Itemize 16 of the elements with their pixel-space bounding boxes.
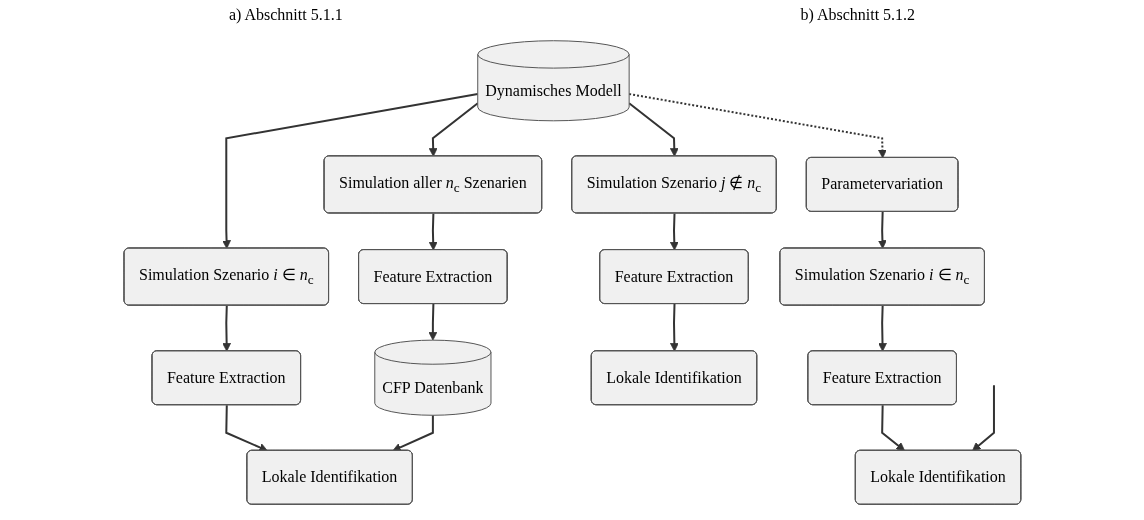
process-box: Feature Extraction [357, 249, 508, 305]
process-box: Simulation Szenario i ∈ n$_{c}$ [778, 247, 985, 306]
process-box: Parametervariation [805, 156, 959, 212]
process-box: Feature Extraction [806, 350, 957, 406]
process-box: Feature Extraction [151, 350, 301, 406]
process-box: Lokale Identifikation [245, 449, 413, 505]
process-box: Simulation aller n$_{c}$ Szenarien [323, 155, 542, 214]
process-box: Lokale Identifikation [854, 449, 1021, 505]
section-label: a) Abschnitt 5.1.1 [228, 6, 343, 24]
process-box: Dynamisches Modell [476, 40, 630, 122]
process-box: CFP Datenbank [373, 339, 492, 416]
process-box: Feature Extraction [598, 249, 749, 305]
process-box: Lokale Identifikation [590, 350, 757, 406]
process-box: Simulation Szenario i ∈ n$_{c}$ [123, 247, 329, 306]
process-box: Simulation Szenario j ∉ n$_{c}$ [570, 155, 777, 214]
section-label: b) Abschnitt 5.1.2 [800, 6, 916, 24]
